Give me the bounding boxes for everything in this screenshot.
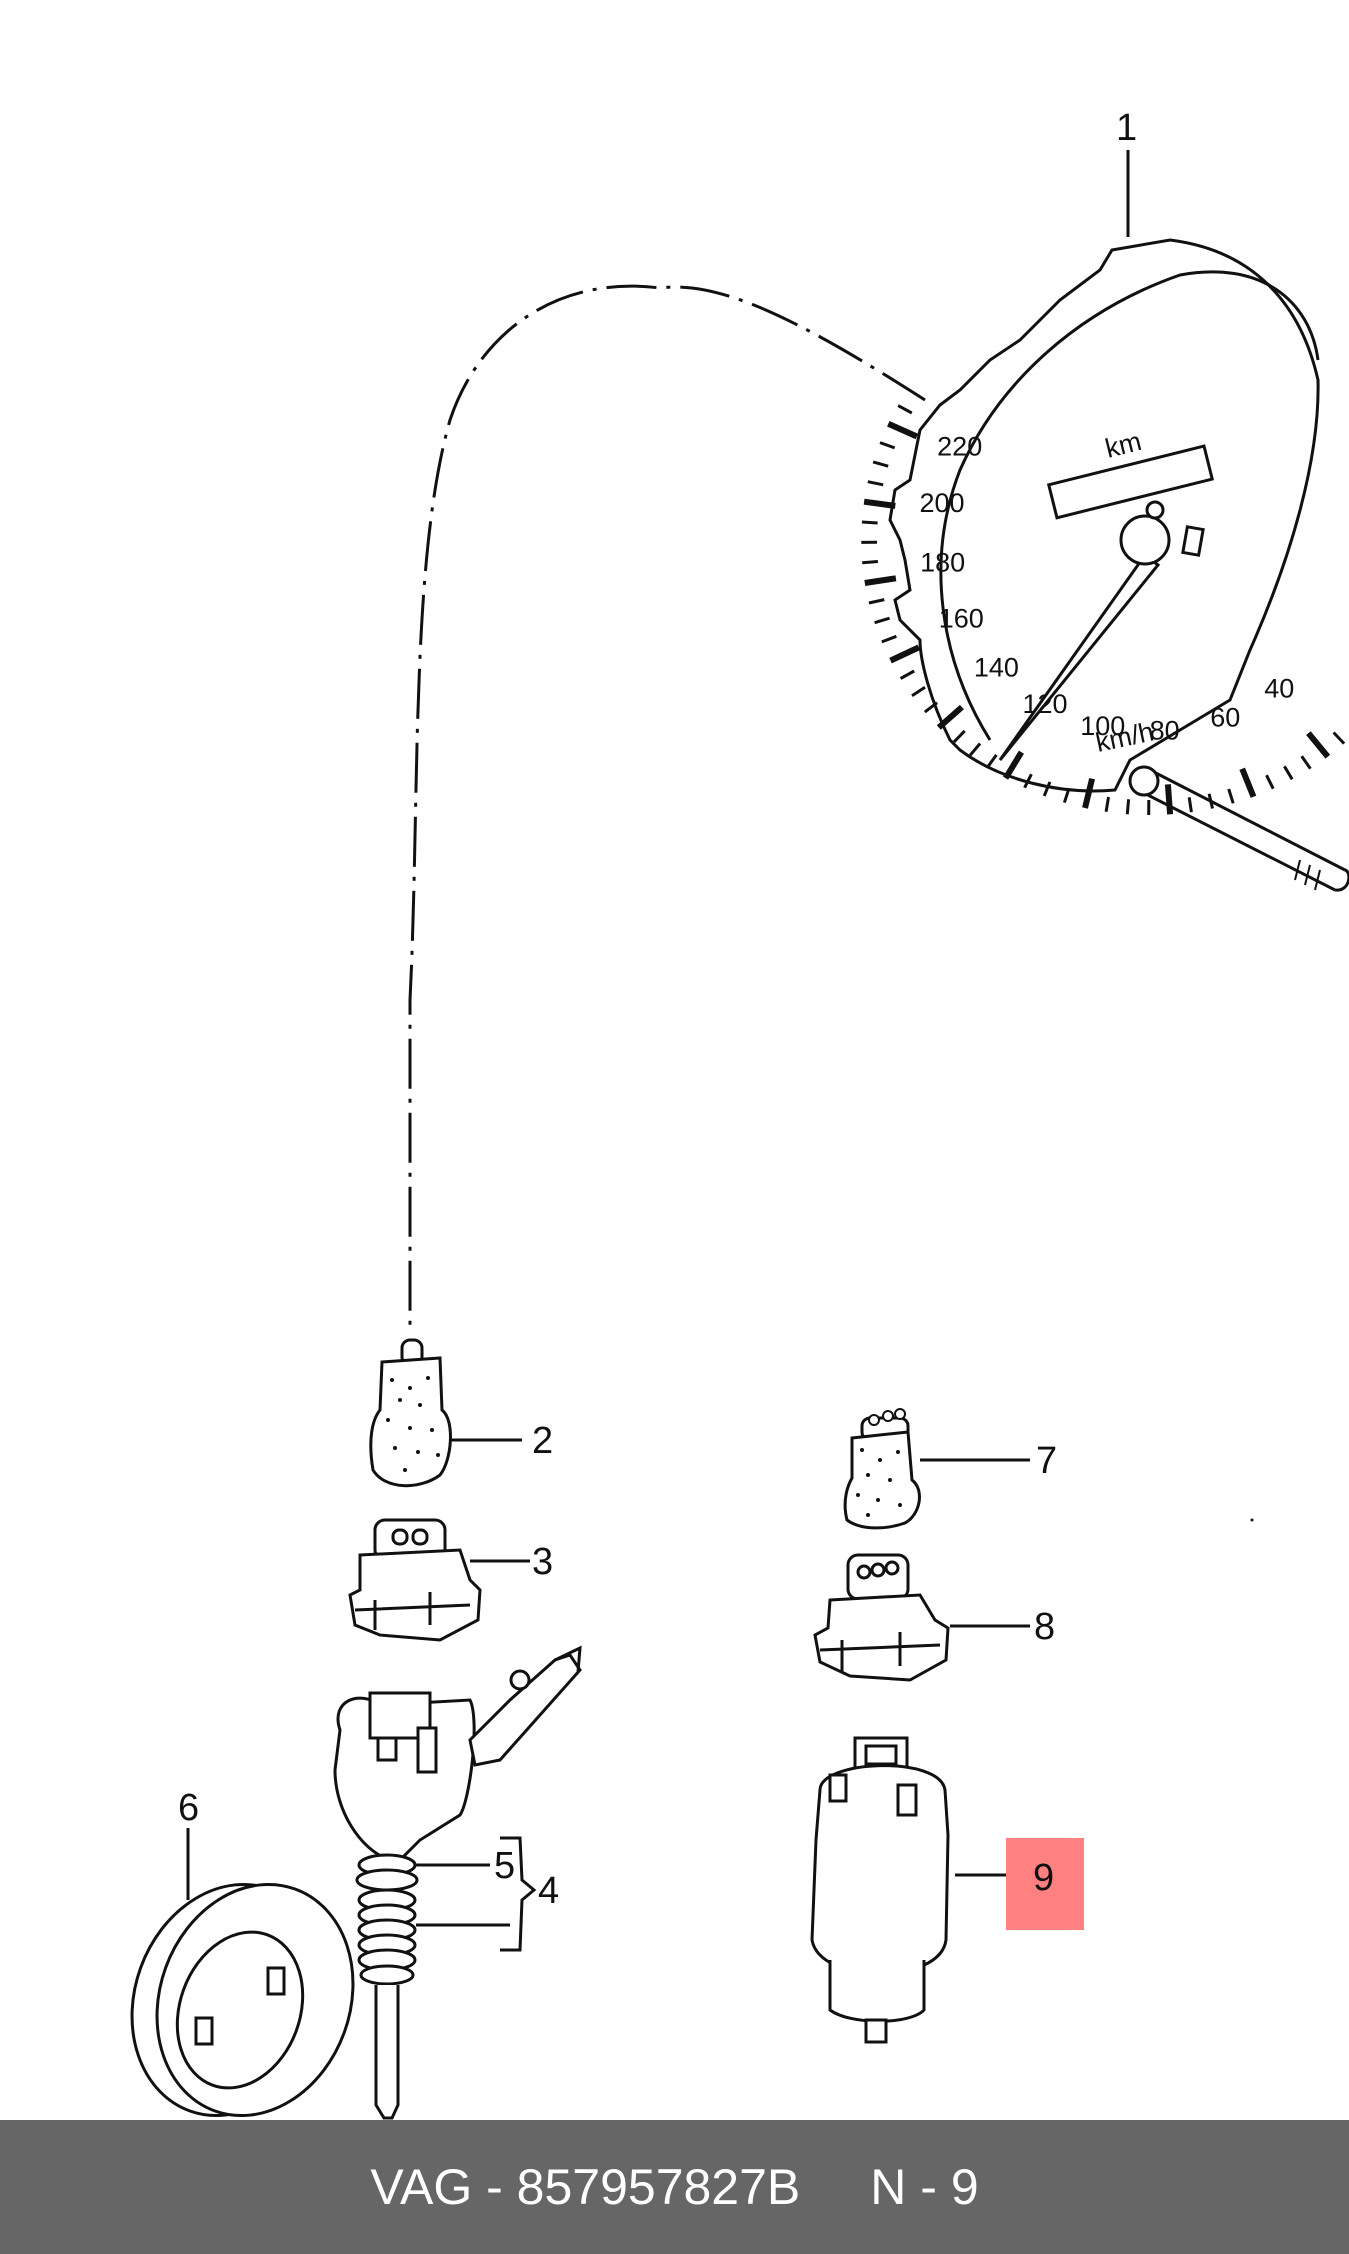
parts-diagram: 406080100120140160180200220 km km/h 1 2 [100,107,1349,2120]
connector-2[interactable] [369,1338,522,1488]
minor-tick [879,441,896,450]
drive-shaft-collar [1128,765,1160,797]
speedometer-cable-line [408,284,926,1330]
speedometer-scale: 406080100120140160180200220 [919,432,1294,746]
minor-tick [1023,773,1033,789]
callout-6: 6 [178,1787,199,1829]
minor-tick [1125,799,1131,815]
major-tick [864,575,897,586]
needle-hub [1119,514,1171,566]
minor-tick [868,598,885,605]
callout-2: 2 [532,1420,553,1462]
scale-label: 160 [939,604,984,634]
connector-7[interactable] [843,1408,1030,1530]
trip-reset-button[interactable] [1181,525,1205,557]
scale-label: 60 [1210,703,1240,733]
callout-9-highlight [1006,1838,1084,1930]
minor-tick [952,729,966,743]
scale-label: 220 [937,432,982,462]
callout-9: 9 [1033,1857,1054,1899]
callout-5: 5 [494,1845,515,1887]
scale-label: 140 [974,652,1019,682]
scale-label: 80 [1150,716,1180,746]
minor-tick [874,616,891,625]
minor-tick [899,669,915,680]
minor-tick [923,701,939,714]
major-tick [1306,731,1331,759]
major-tick [887,421,919,440]
minor-tick [1227,788,1235,804]
callout-8: 8 [1034,1606,1055,1648]
minor-tick [1187,797,1193,813]
connector-housing-8[interactable] [813,1553,1030,1682]
speed-sender-9[interactable] [810,1736,1010,2044]
minor-tick [1042,781,1052,797]
callout-7: 7 [1036,1440,1057,1482]
needle-hub-cap [1145,500,1165,520]
minor-tick [862,560,879,565]
major-tick [863,498,896,509]
major-tick [889,644,921,664]
minor-tick [867,480,884,487]
major-tick [1164,784,1174,815]
callout-3: 3 [532,1541,553,1583]
scale-label: 180 [920,547,965,577]
minor-tick [881,634,897,644]
speedometer-instrument[interactable]: 406080100120140160180200220 km km/h [861,150,1349,892]
minor-tick [897,404,913,415]
minor-tick [861,520,878,525]
minor-tick [1300,755,1312,770]
minor-tick [986,754,998,769]
speed-sender-4[interactable] [333,1645,582,2120]
scale-label: 200 [919,488,964,518]
part-reference-text: VAG - 857957827B [370,2159,801,2215]
part-reference-bar: VAG - 857957827B N - 9 [0,2120,1349,2254]
major-tick [1239,767,1257,798]
scale-label: 100 [1080,711,1125,741]
speedometer-tick-marks [861,404,1346,816]
minor-tick [1104,796,1110,813]
minor-tick [911,686,926,698]
minor-tick [1062,787,1071,804]
callout-4: 4 [538,1870,559,1912]
minor-tick [1283,765,1294,781]
slotted-ring-6[interactable] [100,1828,384,2120]
stray-mark [1250,1518,1254,1522]
major-tick [936,704,964,730]
major-tick [1082,777,1096,809]
speedometer-housing [888,238,1320,793]
scale-label: 40 [1264,674,1294,704]
speedometer-drive-shaft [1137,768,1349,892]
drive-shaft-splines [1294,859,1321,891]
minor-tick [1265,774,1275,790]
speedometer-dial-arc [939,270,1320,741]
minor-tick [1332,731,1346,745]
connector-housing-3[interactable] [348,1518,530,1642]
callout-1: 1 [1116,107,1137,149]
major-tick [1003,750,1024,780]
odometer-window [1046,444,1215,520]
minor-tick [872,460,889,468]
minor-tick [969,742,982,757]
part-position-text: N - 9 [870,2159,979,2215]
